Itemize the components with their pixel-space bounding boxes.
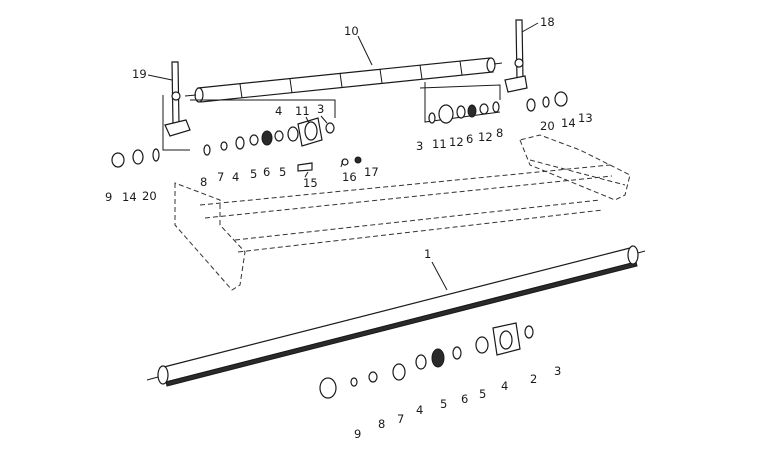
frame-outline [174,134,631,291]
label-4: 4 [501,379,508,393]
label-20: 20 [142,189,157,203]
upper-right-parts [419,82,568,124]
label-5: 5 [250,167,257,181]
label-4: 4 [275,104,282,118]
label-10: 10 [344,24,359,38]
label-15: 15 [303,176,318,190]
label-17: 17 [364,165,379,179]
label-8: 8 [496,126,503,140]
label-5: 5 [440,397,447,411]
lower-parts [319,322,534,399]
label-6: 6 [466,132,473,146]
upper-left-parts [111,95,362,172]
label-19: 19 [132,67,147,81]
label-12: 12 [478,130,493,144]
label-14: 14 [122,190,137,204]
label-16: 16 [342,170,357,184]
label-4: 4 [232,170,239,184]
label-4: 4 [416,403,423,417]
label-11: 11 [432,137,447,151]
label-18: 18 [540,15,555,29]
label-3: 3 [554,364,561,378]
label-9: 9 [105,190,112,204]
label-2: 2 [530,372,537,386]
label-6: 6 [263,165,270,179]
label-5: 5 [279,165,286,179]
label-5: 5 [479,387,486,401]
label-6: 6 [461,392,468,406]
label-3: 3 [416,139,423,153]
upper-roller [184,57,503,103]
leader-lines [147,22,539,291]
lower-roller [146,245,646,387]
label-12: 12 [449,135,464,149]
label-9: 9 [354,427,361,441]
label-3: 3 [317,102,324,116]
bracket-right-18 [504,19,528,93]
label-20: 20 [540,119,555,133]
label-7: 7 [397,412,404,426]
label-8: 8 [200,175,207,189]
bracket-left-19 [164,61,191,137]
label-7: 7 [217,170,224,184]
label-1: 1 [424,247,431,261]
label-13: 13 [578,111,593,125]
label-11: 11 [295,104,310,118]
part-labels: 10 19 18 4 11 3 8 7 4 5 6 5 15 16 17 9 1… [105,15,593,441]
label-8: 8 [378,417,385,431]
label-14: 14 [561,116,576,130]
